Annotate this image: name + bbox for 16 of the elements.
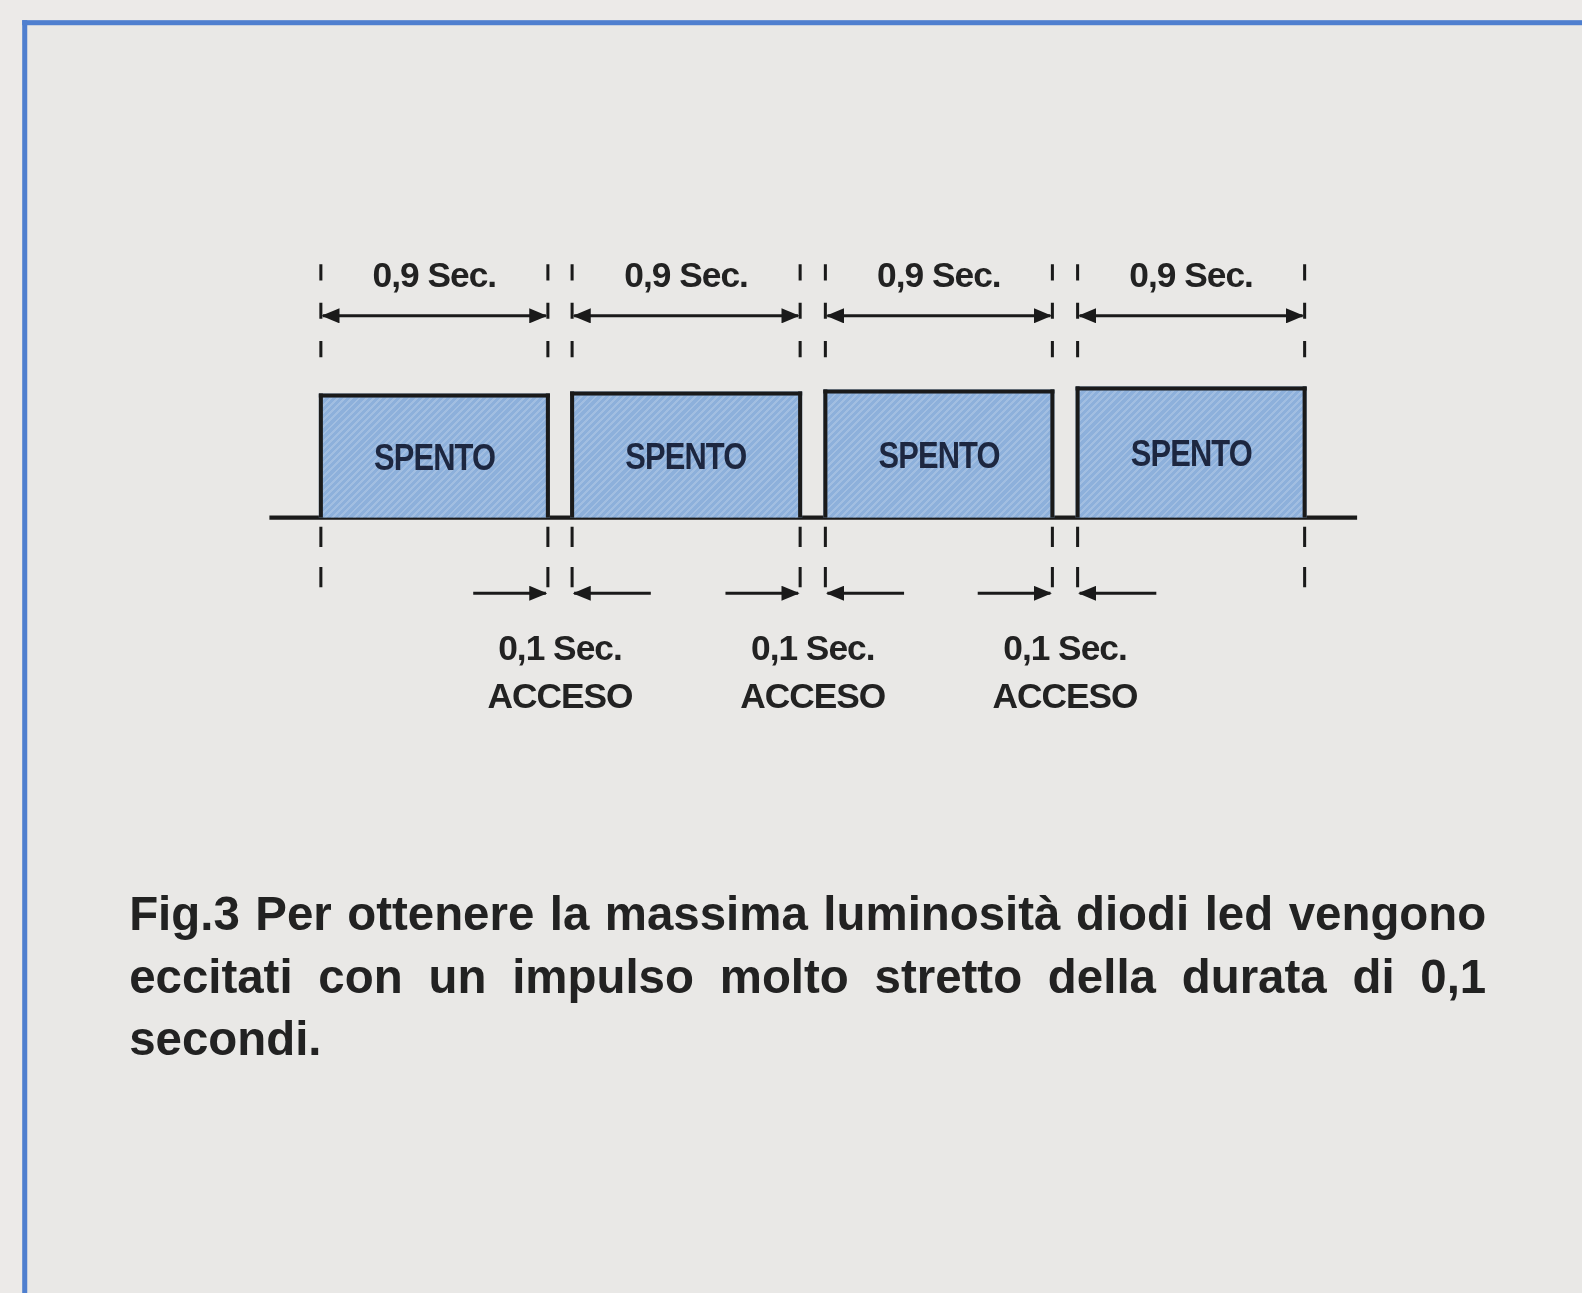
pulse-box [570, 391, 803, 518]
pulse-box [823, 389, 1055, 518]
pulse-box [318, 393, 550, 518]
pulse-duration-label: 0,1 Sec. ACCESO [991, 626, 1139, 718]
pulse-duration-label: 0,1 Sec. ACCESO [486, 626, 634, 718]
state-label: SPENTO [373, 436, 495, 479]
state-label: SPENTO [878, 434, 1000, 477]
pulse-duration-label: 0,1 Sec. ACCESO [739, 626, 887, 718]
duration-label: 0,9 Sec. [876, 253, 1002, 296]
duration-label: 0,9 Sec. [623, 253, 749, 296]
state-label: SPENTO [625, 435, 747, 478]
caption: Fig.3 Per ottenere la massima luminosità diodi led vengono eccitati con un impulso molto stretto della durata di 0,1 secondi. [129, 885, 1487, 1068]
duration-label: 0,9 Sec. [1128, 253, 1254, 296]
duration-label: 0,9 Sec. [371, 253, 498, 296]
pulse-box [1075, 386, 1307, 518]
state-label: SPENTO [1130, 432, 1252, 476]
